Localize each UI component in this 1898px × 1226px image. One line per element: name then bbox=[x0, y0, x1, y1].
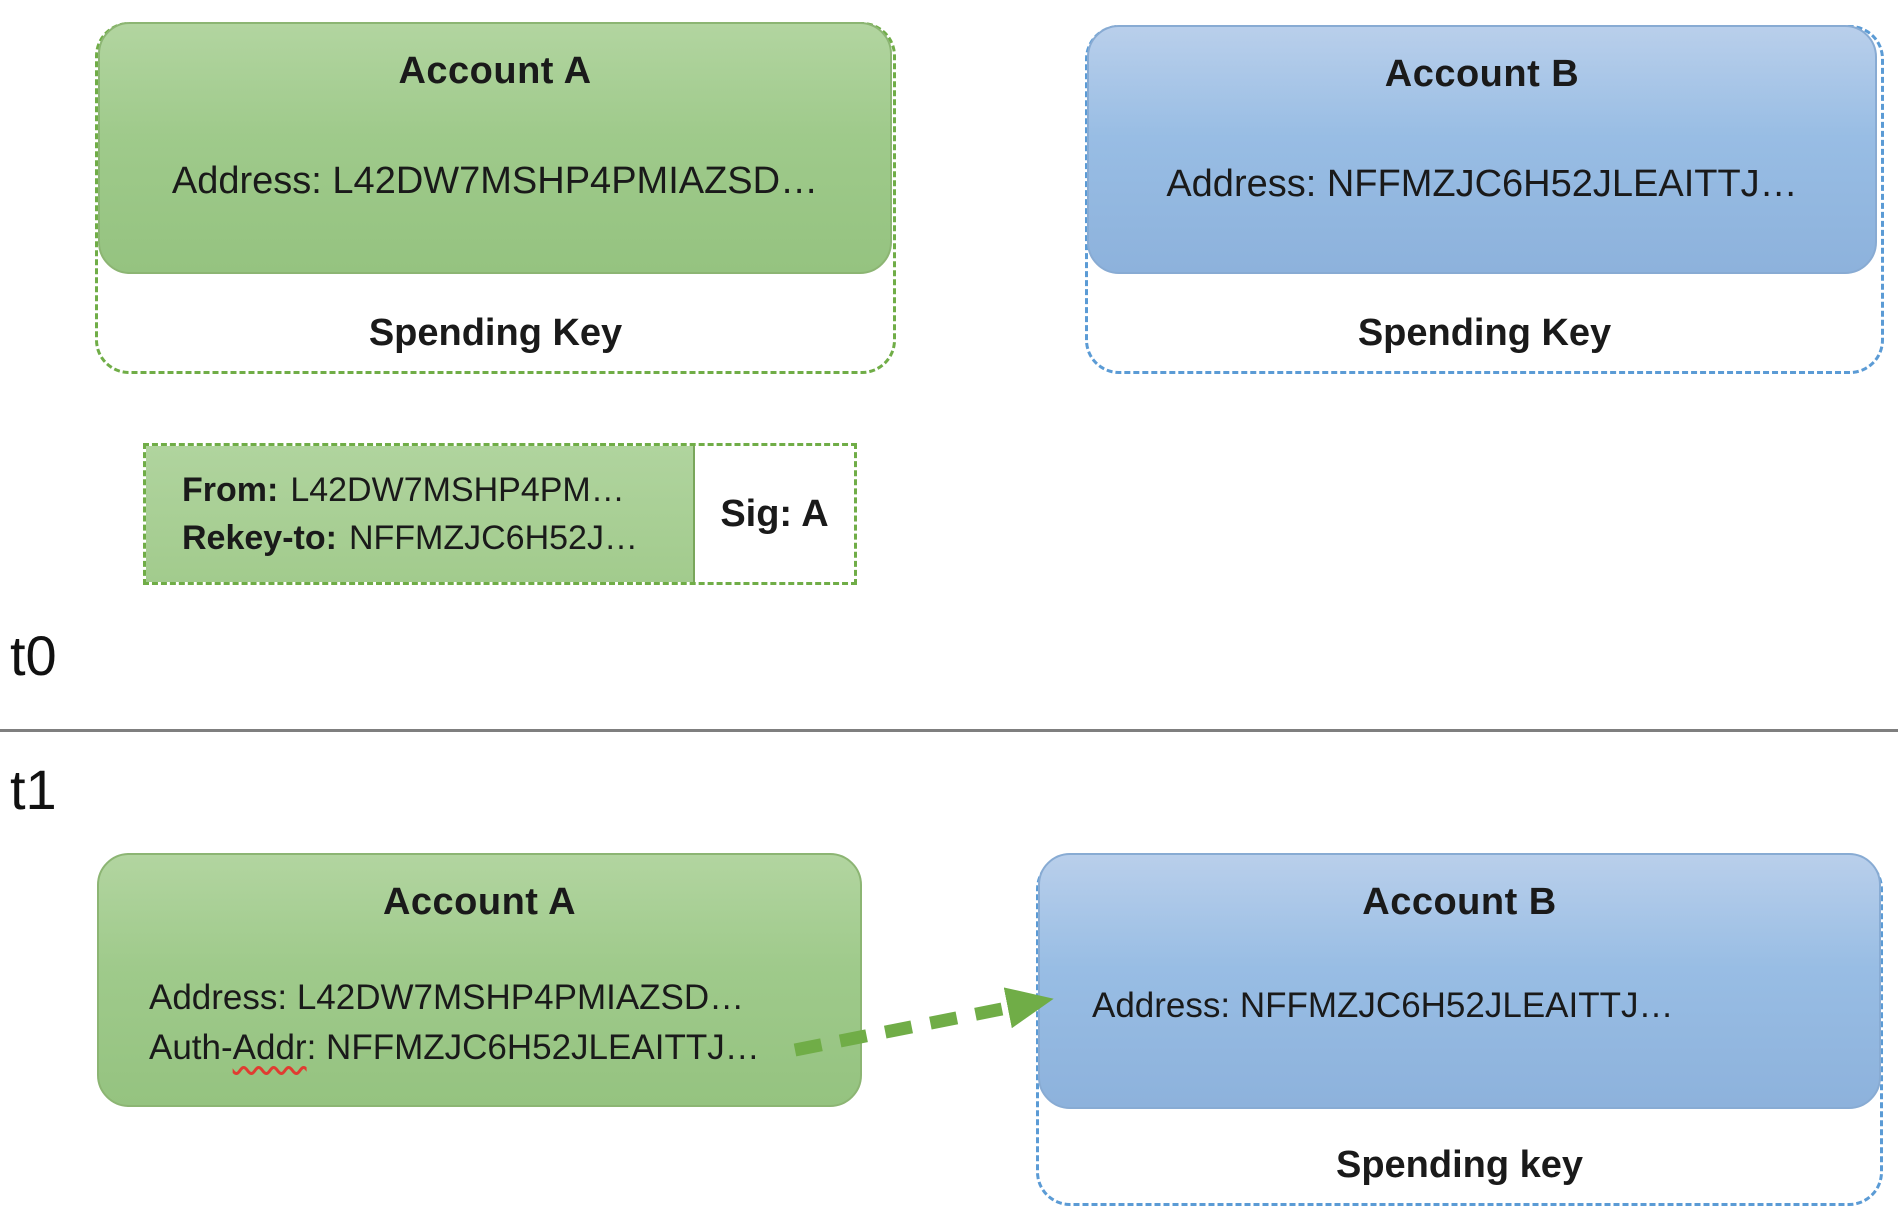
time-label-t0: t0 bbox=[10, 624, 57, 687]
account-b-address-t1: Address: NFFMZJC6H52JLEAITTJ… bbox=[1092, 986, 1674, 1025]
account-b-box-t0: Account B Address: NFFMZJC6H52JLEAITTJ… bbox=[1087, 25, 1877, 274]
transaction-from-line: From: L42DW7MSHP4PM… bbox=[182, 466, 693, 514]
transaction-rekey-line: Rekey-to: NFFMZJC6H52J… bbox=[182, 514, 693, 562]
rekey-transaction-fields: From: L42DW7MSHP4PM… Rekey-to: NFFMZJC6H52… bbox=[146, 446, 695, 582]
account-b-title-t0: Account B bbox=[1384, 53, 1580, 95]
rekey-to-label: Rekey-to: bbox=[182, 519, 337, 557]
account-b-title-t1: Account B bbox=[1362, 881, 1557, 923]
account-a-box-t1: Account A Address: L42DW7MSHP4PMIAZSD… A… bbox=[97, 853, 862, 1107]
from-label: From: bbox=[182, 471, 279, 509]
rekey-to-value: NFFMZJC6H52J… bbox=[348, 519, 638, 557]
account-b-address-t0: Address: NFFMZJC6H52JLEAITTJ… bbox=[1166, 163, 1798, 205]
account-b-spending-key-label-t0: Spending Key bbox=[1357, 312, 1612, 354]
rekey-transaction-box: From: L42DW7MSHP4PM… Rekey-to: NFFMZJC6H52… bbox=[143, 443, 857, 585]
transaction-signature: Sig: A bbox=[695, 446, 854, 582]
account-a-auth-addr-line-t1: Auth-Addr: NFFMZJC6H52JLEAITTJ… bbox=[149, 1023, 760, 1073]
account-a-title-t0: Account A bbox=[398, 50, 592, 92]
account-a-spending-key-label-t0: Spending Key bbox=[368, 312, 623, 354]
account-a-address-lines-t1: Address: L42DW7MSHP4PMIAZSD… Auth-Addr: … bbox=[149, 973, 760, 1073]
account-a-address-t1: Address: L42DW7MSHP4PMIAZSD… bbox=[149, 978, 745, 1017]
auth-addr-misspelled: Addr bbox=[232, 1028, 307, 1067]
auth-addr-prefix: Auth- bbox=[149, 1028, 233, 1067]
account-a-title-t1: Account A bbox=[382, 881, 577, 923]
account-b-spending-key-label-t1: Spending key bbox=[1335, 1144, 1584, 1186]
account-a-box-t0: Account A Address: L42DW7MSHP4PMIAZSD… bbox=[98, 22, 892, 274]
account-a-address-t0: Address: L42DW7MSHP4PMIAZSD… bbox=[171, 160, 819, 202]
account-b-box-t1: Account B Address: NFFMZJC6H52JLEAITTJ… bbox=[1038, 853, 1881, 1109]
from-value: L42DW7MSHP4PM… bbox=[290, 471, 625, 509]
rekey-arrow bbox=[793, 987, 1054, 1057]
auth-addr-value: : NFFMZJC6H52JLEAITTJ… bbox=[306, 1028, 760, 1067]
timeline-divider bbox=[0, 729, 1898, 732]
time-label-t1: t1 bbox=[10, 758, 57, 821]
